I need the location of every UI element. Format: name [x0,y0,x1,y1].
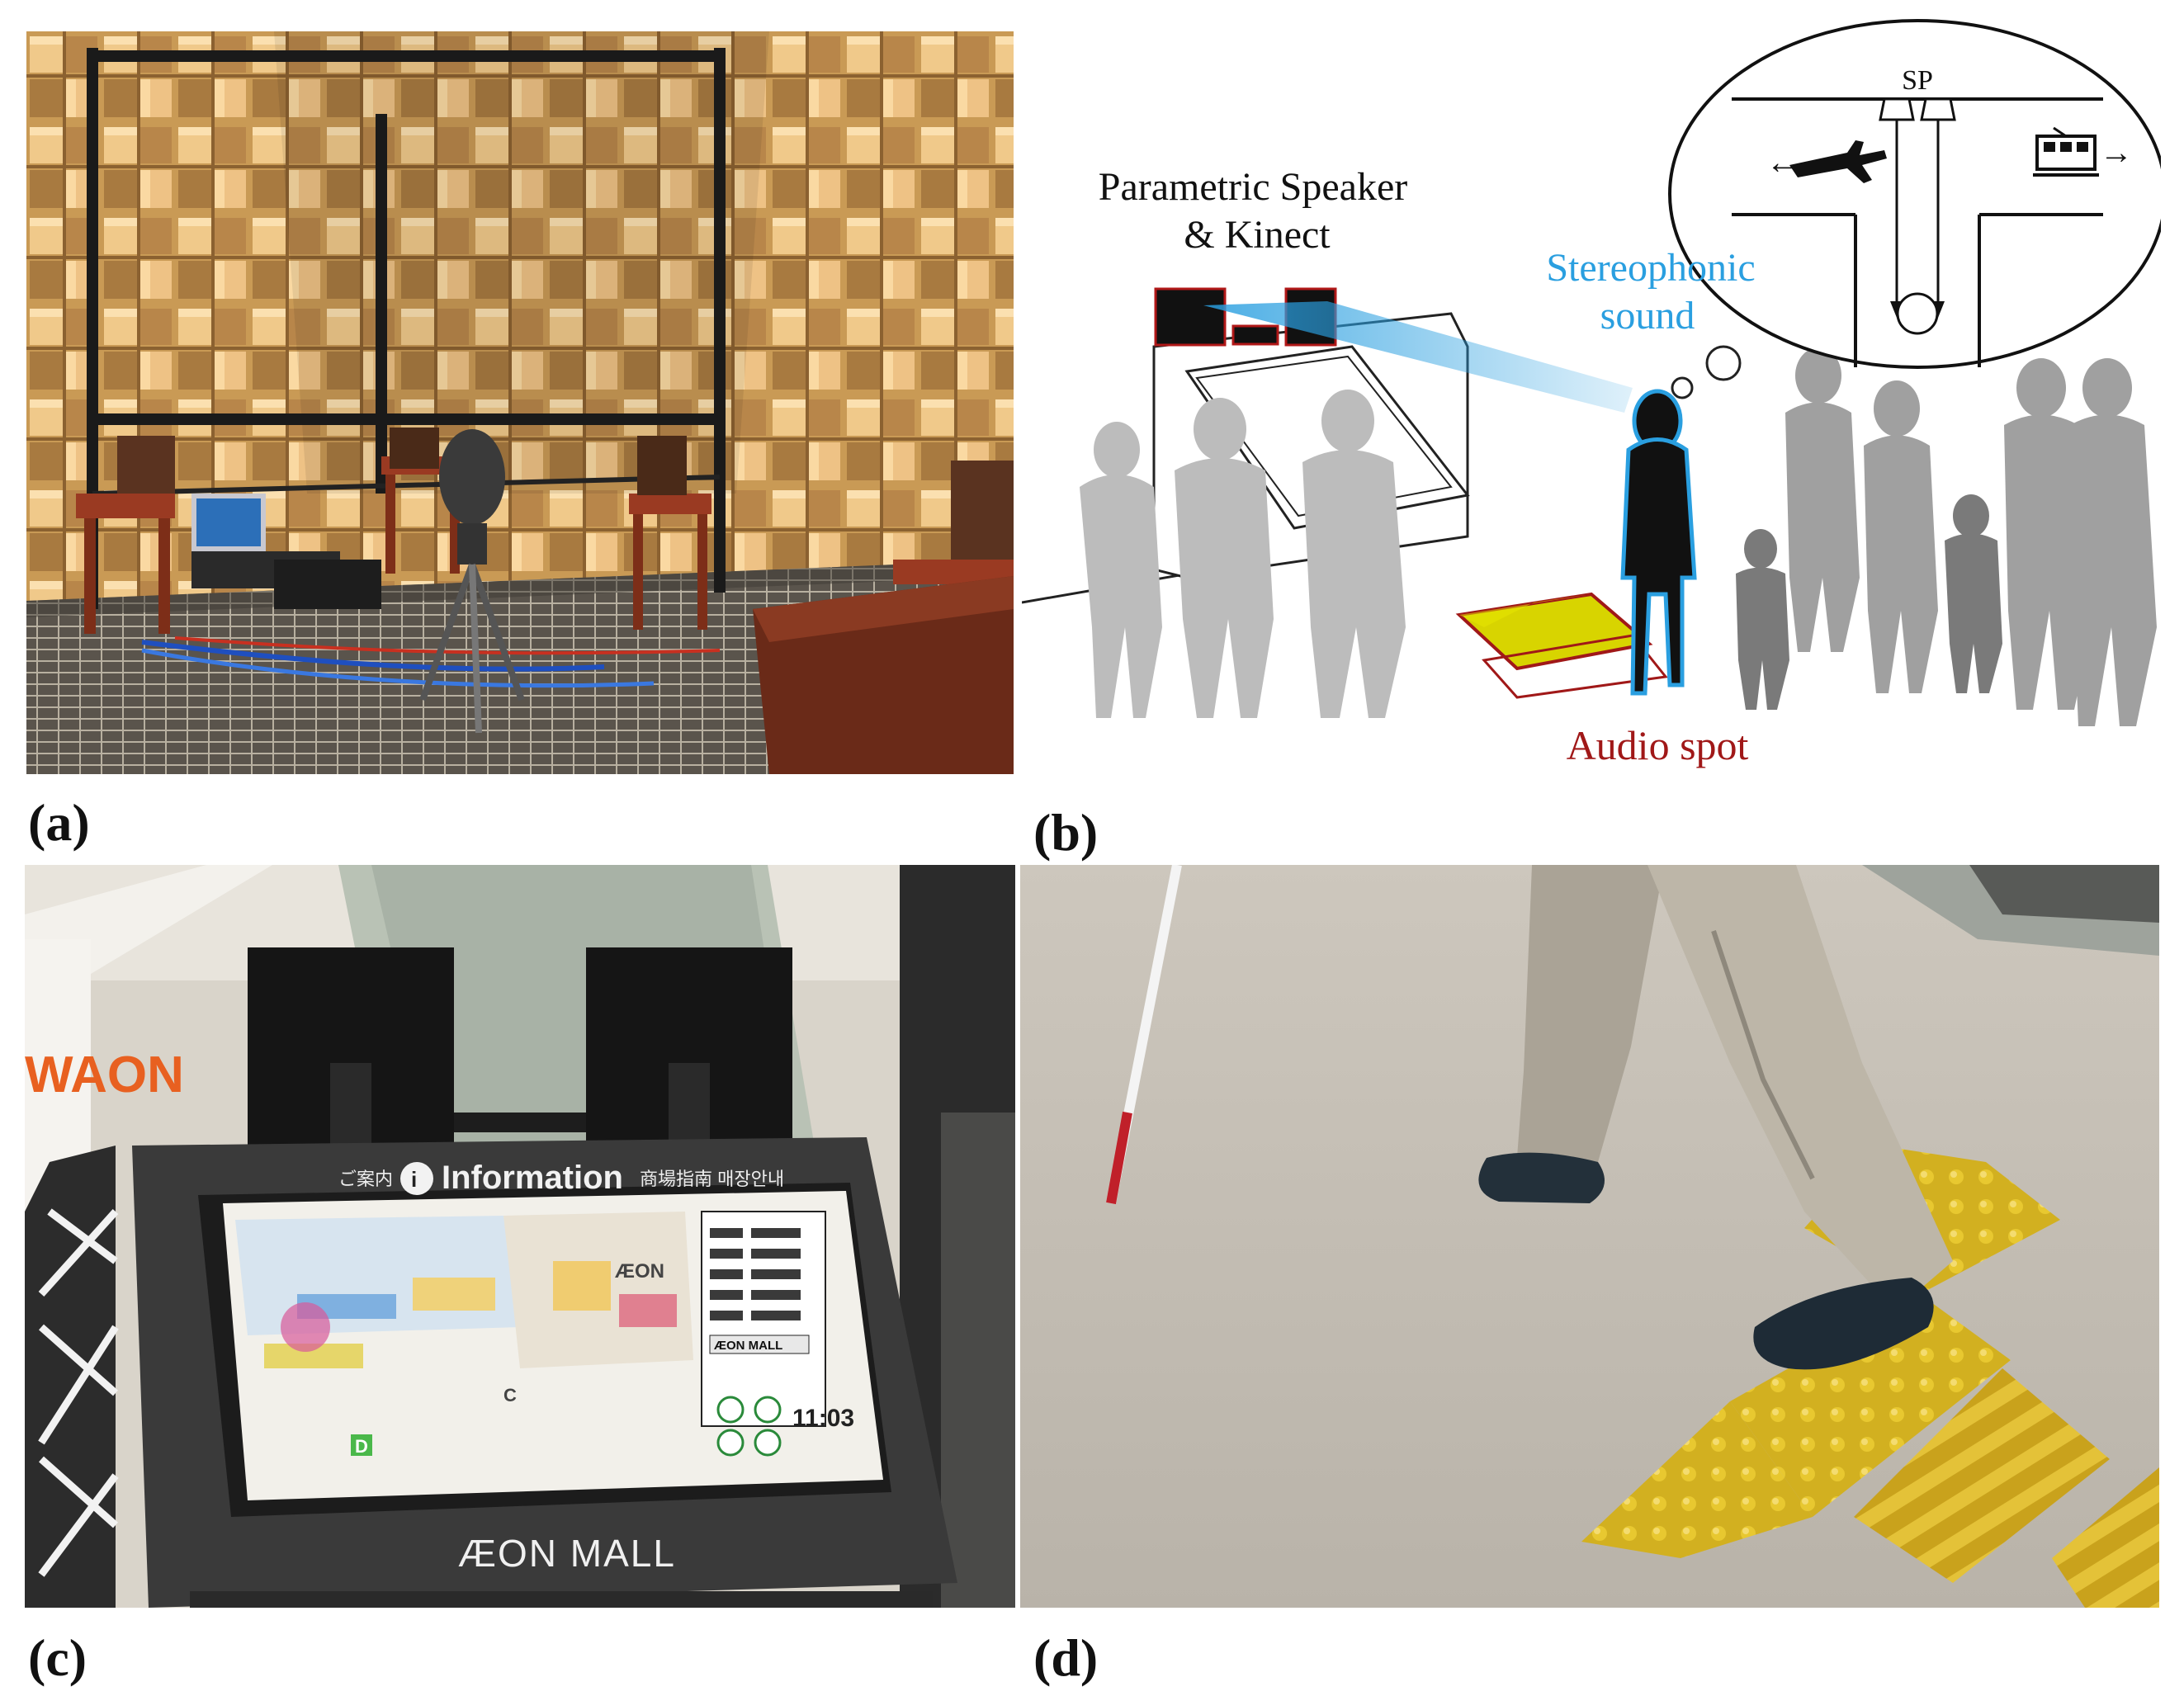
zone-c-marker: C [503,1385,517,1405]
kiosk-bottom-brand: ÆON MALL [458,1532,676,1575]
trouser-leg-back [1515,865,1664,1179]
stereophonic-label: Stereophonic [1546,246,1755,290]
caption-c: (c) [28,1628,87,1687]
parametric-speaker-label: Parametric Speaker [1099,165,1408,209]
shoe-front [1753,1278,1934,1370]
map-brand-text: ÆON [615,1260,664,1283]
listener-head-icon [1896,292,1939,335]
thought-bubble [1668,19,2161,369]
airplane-icon [1789,140,1887,183]
trouser-leg-front [1647,865,1953,1311]
caption-d: (d) [1033,1628,1099,1687]
kiosk-header-sub: 商場指南 매장안내 [640,1169,784,1189]
user-silhouette-highlighted [1620,389,1697,696]
stereophonic-beam [1203,301,1633,413]
crowd-left-silhouettes [1080,390,1406,718]
sp-label: SP [1902,65,1933,96]
kiosk-header-small: ご案内 [338,1169,393,1189]
caption-a: (a) [28,793,90,852]
panel-c-kiosk-photo: WAON [25,865,1015,1608]
caption-b: (b) [1033,803,1099,862]
panel-b-concept-diagram: SP ← → Parametric Speaker & Kinect Stere… [1022,0,2161,792]
arrow-right-text: → [2100,135,2133,171]
waon-logo-text: WAON [25,1046,184,1103]
sp-speaker-right-icon [1920,97,1956,121]
svg-text:i: i [411,1167,417,1192]
tactile-bar-tile-right [1854,1368,2110,1583]
sound-label: sound [1600,294,1695,338]
info-icon [400,1162,433,1195]
audio-spot-yellow-pad [1455,592,1653,671]
tactile-dot-tile-left [1581,1401,1813,1558]
kinect-sensor [1231,324,1279,346]
children-silhouettes [1736,494,2002,710]
menu-aeon-mall-button: ÆON MALL [714,1339,782,1353]
crowd-right-silhouettes [1785,347,2157,726]
panel-a-anechoic-chamber-photo [26,31,1014,774]
audio-spot-label: Audio spot [1567,722,1749,768]
arrow-left-text: ← [1766,144,1799,181]
train-icon [2033,126,2099,177]
parametric-speaker-left [1154,287,1227,347]
kiosk-header-title: Information [442,1160,623,1196]
tactile-bar-tile-edge [2052,1467,2159,1608]
kinect-label: & Kinect [1184,213,1331,257]
sp-speaker-left-icon [1879,97,1915,121]
panel-d-tactile-paving-photo [1020,865,2159,1608]
shoe-back [1478,1152,1605,1203]
zone-d-marker: D [355,1436,368,1457]
clock-time: 11:03 [792,1405,854,1432]
